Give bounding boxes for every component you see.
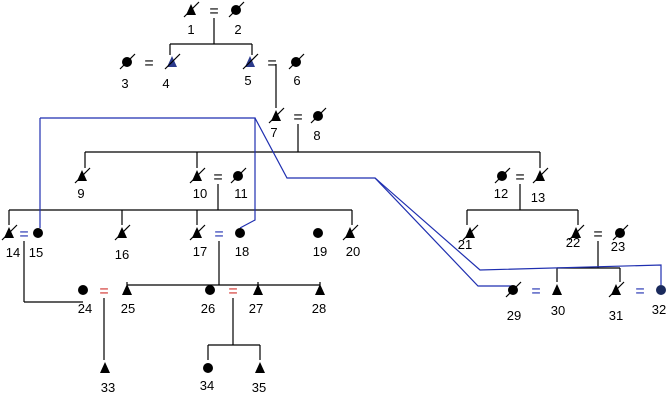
deceased-slash xyxy=(612,224,629,241)
deceased-slash xyxy=(310,107,327,124)
individual-label: 26 xyxy=(201,301,215,316)
deceased-slash xyxy=(342,224,359,241)
individual-label: 25 xyxy=(121,301,135,316)
union-marker: = xyxy=(213,169,222,186)
individual-label: 1 xyxy=(187,22,194,37)
male-symbol xyxy=(255,362,265,373)
union-marker: = xyxy=(228,283,237,300)
deceased-slash xyxy=(189,224,206,241)
deceased-slash xyxy=(114,224,131,241)
individual-label: 18 xyxy=(235,244,249,259)
union-marker: = xyxy=(515,169,524,186)
individual-label: 12 xyxy=(494,186,508,201)
deceased-slash xyxy=(608,281,625,298)
union-marker: = xyxy=(593,226,602,243)
deceased-slash xyxy=(1,224,18,241)
union-marker: = xyxy=(635,283,644,300)
deceased-slash xyxy=(568,224,585,241)
pedigree-lines xyxy=(8,18,662,360)
union-marker: = xyxy=(19,226,28,243)
individual-label: 33 xyxy=(101,380,115,395)
individual-label: 9 xyxy=(77,186,84,201)
male-symbol xyxy=(122,284,132,295)
individual-label: 14 xyxy=(6,245,20,260)
individual-label: 10 xyxy=(193,186,207,201)
male-symbol xyxy=(315,284,325,295)
individual-label: 30 xyxy=(551,303,565,318)
female-symbol xyxy=(235,228,245,238)
individual-label: 21 xyxy=(458,237,472,252)
deceased-slash xyxy=(288,53,305,70)
individual-label: 4 xyxy=(162,76,169,91)
individual-label: 34 xyxy=(200,378,214,393)
individual-label: 13 xyxy=(531,190,545,205)
deceased-slash xyxy=(164,53,181,70)
individual-label: 8 xyxy=(313,128,320,143)
individual-label: 23 xyxy=(611,239,625,254)
union-marker: = xyxy=(531,283,540,300)
individual-label: 31 xyxy=(609,308,623,323)
male-symbol xyxy=(552,284,562,295)
individual-label: 7 xyxy=(270,125,277,140)
deceased-slash xyxy=(462,224,479,241)
deceased-slash xyxy=(183,1,200,18)
individual-label: 6 xyxy=(293,73,300,88)
individual-label: 32 xyxy=(652,302,666,317)
deceased-slash xyxy=(189,167,206,184)
consanguinity-link-line xyxy=(374,177,662,285)
female-symbol xyxy=(78,285,88,295)
consanguinity-link-line xyxy=(254,117,513,287)
individual-label: 19 xyxy=(313,244,327,259)
deceased-slash xyxy=(242,53,259,70)
deceased-slash xyxy=(532,167,549,184)
consanguinity-link-line xyxy=(40,117,256,229)
individual-label: 28 xyxy=(312,301,326,316)
union-marker: = xyxy=(293,109,302,126)
union-marker: = xyxy=(267,55,276,72)
individual-label: 17 xyxy=(193,244,207,259)
male-symbol xyxy=(253,284,263,295)
deceased-slash xyxy=(230,167,247,184)
union-marker: = xyxy=(144,55,153,72)
female-symbol xyxy=(313,228,323,238)
deceased-slash xyxy=(119,53,136,70)
female-symbol xyxy=(656,285,666,295)
individual-label: 11 xyxy=(234,186,248,201)
individual-label: 3 xyxy=(121,76,128,91)
individual-label: 2 xyxy=(234,22,241,37)
individual-label: 16 xyxy=(115,247,129,262)
individual-label: 27 xyxy=(249,301,263,316)
individual-label: 22 xyxy=(566,235,580,250)
individual-label: 5 xyxy=(244,73,251,88)
deceased-slash xyxy=(505,281,522,298)
union-marker: = xyxy=(209,3,218,20)
deceased-slash xyxy=(74,167,91,184)
individual-label: 29 xyxy=(507,308,521,323)
male-symbol xyxy=(100,362,110,373)
deceased-slash xyxy=(494,167,511,184)
deceased-slash xyxy=(228,1,245,18)
union-marker: = xyxy=(214,226,223,243)
deceased-slash xyxy=(268,107,285,124)
individual-label: 35 xyxy=(252,380,266,395)
individual-label: 20 xyxy=(346,244,360,259)
union-marker: = xyxy=(99,283,108,300)
pedigree-nodes: = = = = = = = = = = = = = xyxy=(1,1,666,373)
female-symbol xyxy=(203,363,213,373)
individual-label: 15 xyxy=(29,245,43,260)
female-symbol xyxy=(205,285,215,295)
individual-label: 24 xyxy=(78,301,92,316)
female-symbol xyxy=(33,228,43,238)
